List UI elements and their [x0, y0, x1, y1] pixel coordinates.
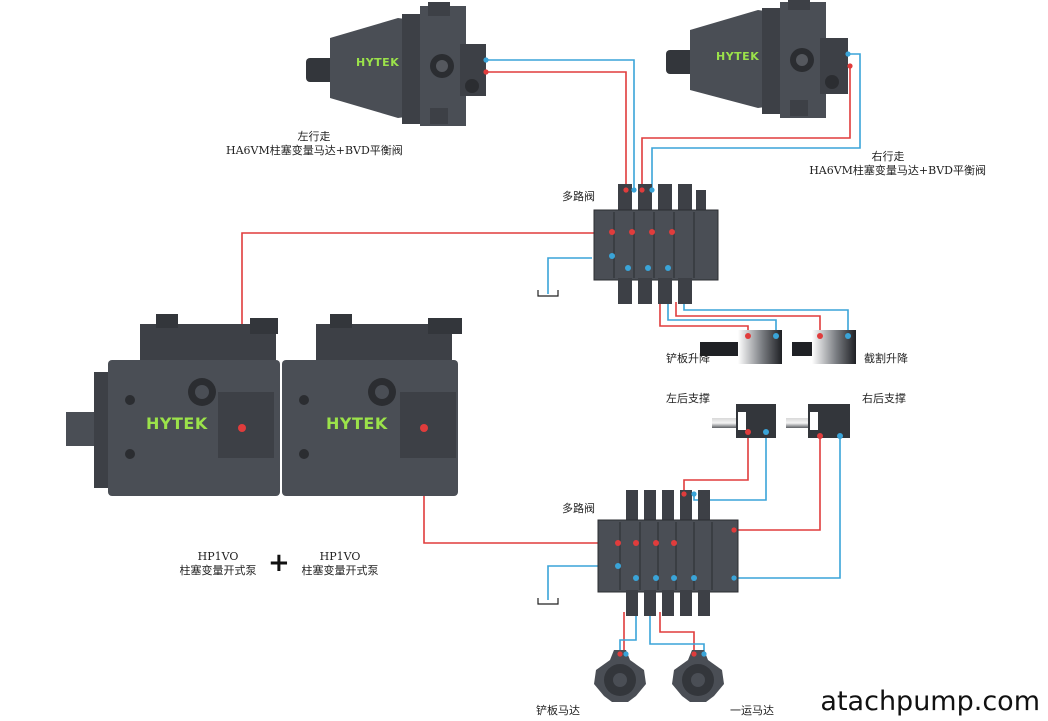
plus-sign: +: [268, 548, 290, 578]
left-pump-brand: HYTEK: [146, 414, 208, 433]
upper-multiway-valve: [593, 184, 719, 304]
line-shovel-lift-pressure: [659, 302, 749, 336]
line-left-motor-pressure: [486, 71, 627, 190]
tank-symbol-lower: [537, 598, 559, 605]
left-motor-brand: HYTEK: [356, 56, 400, 69]
lower-valve-label: 多路阀: [562, 502, 595, 515]
conveyor-motor-label: 一运马达: [730, 704, 774, 717]
left-travel-motor: [306, 2, 489, 126]
line-left-support-return: [693, 432, 767, 501]
left-pump-label-line2: 柱塞变量开式泵: [179, 564, 257, 577]
right-pump: [282, 314, 462, 496]
line-conveyor-motor-return: [649, 612, 705, 652]
line-left-support-pressure: [683, 432, 749, 492]
line-right-motor-return: [651, 53, 861, 190]
right-motor-label-line1: 右行走: [871, 150, 905, 163]
right-motor-brand: HYTEK: [716, 50, 760, 63]
line-right-motor-pressure: [641, 66, 851, 190]
shovel-motor-label: 铲板马达: [536, 704, 580, 717]
line-lower-valve-tank: [547, 565, 598, 600]
left-motor-label: 左行走 HA6VM柱塞变量马达+BVD平衡阀: [226, 130, 403, 158]
right-motor-label: 右行走 HA6VM柱塞变量马达+BVD平衡阀: [790, 150, 986, 178]
cutter-lift-label: 截割升降: [864, 352, 908, 365]
left-rear-support-cylinder: [712, 404, 776, 438]
left-rear-support-label: 左后支撑: [666, 392, 710, 405]
left-pump: [66, 314, 280, 496]
shovel-lift-label: 铲板升降: [666, 352, 710, 365]
right-pump-brand: HYTEK: [326, 414, 388, 433]
shovel-motor: [594, 650, 646, 702]
right-motor-label-line2: HA6VM柱塞变量马达+BVD平衡阀: [809, 164, 986, 177]
right-pump-label-line2: 柱塞变量开式泵: [301, 564, 379, 577]
right-pump-label: HP1VO 柱塞变量开式泵: [290, 550, 390, 578]
right-travel-motor: [666, 0, 853, 118]
left-pump-label-line1: HP1VO: [197, 550, 239, 563]
line-right-support-return: [738, 436, 841, 579]
conveyor-motor: [672, 650, 724, 702]
line-shovel-lift-return: [667, 302, 777, 336]
line-conveyor-motor-pressure: [659, 612, 695, 652]
line-shovel-motor-return: [619, 612, 637, 652]
line-cutter-lift-pressure: [675, 302, 821, 336]
right-rear-support-cylinder: [786, 404, 850, 439]
tank-symbol-upper: [537, 290, 559, 297]
line-left-motor-return: [486, 59, 635, 190]
upper-valve-label: 多路阀: [562, 190, 595, 203]
watermark: atachpump.com: [820, 686, 1040, 717]
line-upper-valve-tank: [547, 257, 592, 294]
shovel-lift-cylinder: [700, 330, 782, 364]
line-cutter-lift-return: [683, 302, 849, 336]
lower-multiway-valve: [597, 490, 739, 616]
left-motor-label-line2: HA6VM柱塞变量马达+BVD平衡阀: [226, 144, 403, 157]
right-rear-support-label: 右后支撑: [862, 392, 906, 405]
line-right-support-pressure: [738, 436, 821, 531]
right-pump-label-line1: HP1VO: [319, 550, 361, 563]
cutter-lift-cylinder: [792, 330, 856, 364]
left-motor-label-line1: 左行走: [297, 130, 331, 143]
left-pump-label: HP1VO 柱塞变量开式泵: [168, 550, 268, 578]
